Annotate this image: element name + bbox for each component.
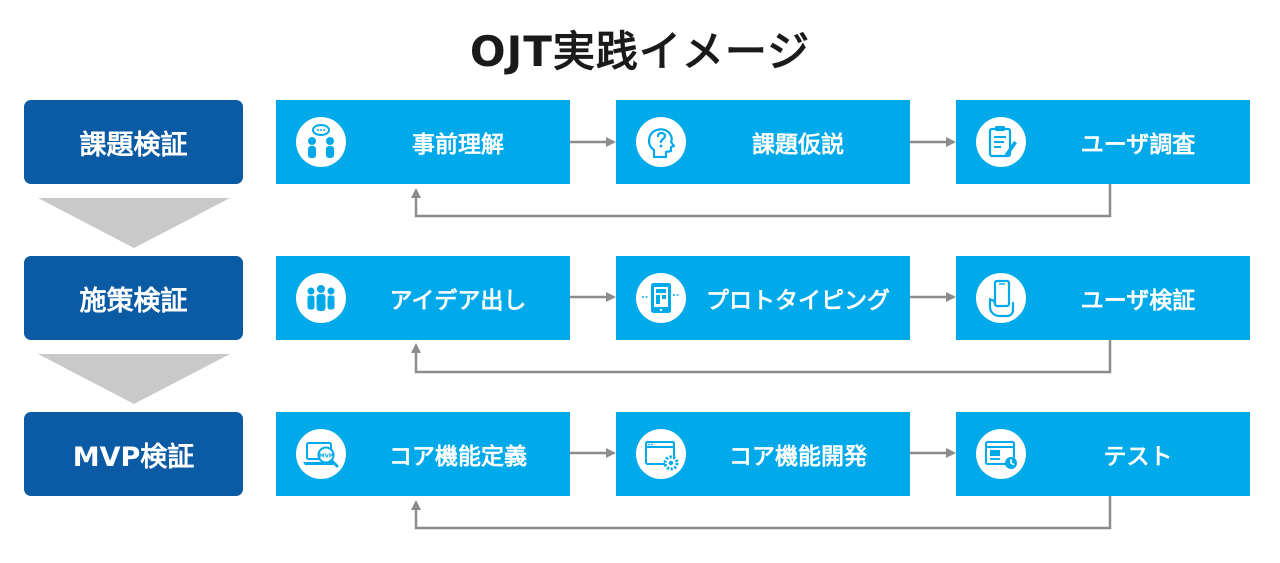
step-box-row2-1: アイデア出し	[276, 256, 570, 340]
step-box-row1-3: ユーザ調査	[956, 100, 1250, 184]
step-label: 課題仮説	[752, 132, 844, 158]
step-box-row1-2: 課題仮説	[616, 100, 910, 184]
step-label: コア機能開発	[729, 444, 867, 470]
laptop-mvp-magnifier-icon: MVP	[296, 429, 346, 479]
step-label: 事前理解	[412, 132, 504, 158]
step-label: テスト	[1103, 444, 1173, 470]
discussion-people-icon	[296, 117, 346, 167]
hand-smartphone-icon	[976, 273, 1026, 323]
step-box-row2-2: プロトタイピング	[616, 256, 910, 340]
step-label: コア機能定義	[389, 444, 527, 470]
step-box-row3-2: コア機能開発	[616, 412, 910, 496]
phase-box-2: 施策検証	[24, 256, 243, 340]
group-people-icon	[296, 273, 346, 323]
step-label: プロトタイピング	[706, 288, 890, 314]
loop-back-row3	[411, 496, 1112, 530]
step-box-row2-3: ユーザ検証	[956, 256, 1250, 340]
tablet-wireframe-icon	[636, 273, 686, 323]
page-title: OJT実践イメージ	[469, 27, 811, 76]
clipboard-pen-icon	[976, 117, 1026, 167]
mvp-icon-text: MVP	[319, 453, 333, 459]
phase-box-1: 課題検証	[24, 100, 243, 184]
step-label: ユーザ検証	[1080, 288, 1196, 314]
phase-box-3: MVP検証	[24, 412, 243, 496]
head-question-icon	[636, 117, 686, 167]
step-box-row1-1: 事前理解	[276, 100, 570, 184]
step-label: ユーザ調査	[1080, 132, 1196, 158]
step-box-row3-3: テスト	[956, 412, 1250, 496]
step-label: アイデア出し	[389, 288, 527, 314]
loop-back-row1	[411, 184, 1112, 218]
browser-clock-icon	[976, 429, 1026, 479]
browser-gear-icon	[636, 429, 686, 479]
loop-back-row2	[411, 340, 1112, 374]
step-box-row3-1: MVP コア機能定義	[276, 412, 570, 496]
